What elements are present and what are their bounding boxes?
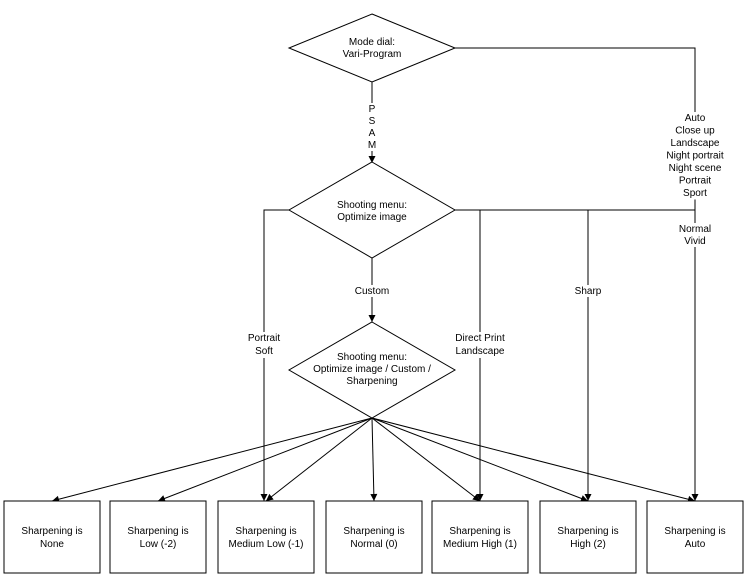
- label-normal-vivid-line: Normal: [679, 224, 711, 235]
- outcome-text-line: Sharpening is: [343, 526, 404, 537]
- decision-sharpening-menu-text-line: Optimize image / Custom /: [313, 364, 431, 375]
- outcome-box: [109, 500, 207, 574]
- label-normal-vivid-bg: [679, 235, 711, 247]
- label-sharp-line: Sharp: [575, 286, 602, 297]
- label-vari-programs-bg: [670, 124, 720, 137]
- outcome-box: [646, 500, 744, 574]
- decision-mode-dial-text-line: Vari-Program: [343, 49, 402, 60]
- edge-fan-3: [371, 417, 375, 502]
- label-vari-programs-bg: [681, 112, 709, 125]
- label-direct-print-bg: [444, 332, 516, 345]
- label-portrait-soft-line: Portrait: [248, 333, 280, 344]
- outcome-box: [217, 500, 315, 574]
- label-portrait-soft-bg: [239, 332, 289, 345]
- edge-fan-5: [371, 417, 589, 502]
- label-normal-vivid-line: Vivid: [684, 236, 706, 247]
- label-vari-programs-bg: [662, 162, 728, 175]
- arrow-to-medium-low: [260, 494, 268, 501]
- outcome-text-line: Medium High (1): [443, 539, 517, 550]
- connectors: [51, 47, 699, 503]
- arrow-to-auto: [691, 494, 699, 501]
- arrow-fan-2: [266, 493, 274, 501]
- label-custom-line: Custom: [355, 286, 389, 297]
- label-vari-programs-line: Landscape: [671, 138, 720, 149]
- label-psam-line: M: [368, 140, 376, 151]
- label-portrait-soft-bg: [250, 345, 278, 358]
- arrow-to-medium-high: [476, 494, 484, 501]
- outcome-text-line: Sharpening is: [235, 526, 296, 537]
- label-psam-bg: [367, 103, 377, 115]
- decision-optimize-image-text-line: Optimize image: [337, 212, 407, 223]
- label-vari-programs-line: Night scene: [669, 163, 722, 174]
- label-vari-programs-bg: [679, 187, 711, 200]
- label-psam-bg: [367, 139, 377, 151]
- edge-fan-4: [371, 417, 481, 502]
- label-direct-print-line: Direct Print: [455, 333, 505, 344]
- label-vari-programs-bg: [653, 149, 737, 162]
- label-psam-bg: [367, 127, 377, 139]
- outcome-box: [3, 500, 101, 574]
- label-custom-bg: [353, 285, 391, 297]
- outcome-text-line: Medium Low (-1): [228, 539, 303, 550]
- label-psam-line: P: [369, 104, 376, 115]
- edge-fan-0: [51, 417, 373, 502]
- edge-fan-2: [265, 417, 373, 502]
- arrow-to-high: [584, 494, 592, 501]
- outcome-text-line: High (2): [570, 539, 606, 550]
- decision-sharpening-menu-text-line: Sharpening: [346, 376, 397, 387]
- label-sharp-bg: [572, 285, 604, 297]
- decision-mode-dial-text-line: Mode dial:: [349, 37, 395, 48]
- label-vari-programs-line: Night portrait: [666, 151, 723, 162]
- decision-mode-dial: [287, 13, 457, 83]
- outcome-text-line: Auto: [685, 539, 706, 550]
- label-vari-programs-line: Close up: [675, 126, 715, 137]
- edge-portrait-soft: [263, 209, 289, 501]
- outcome-box: [325, 500, 423, 574]
- outcome-text-line: Sharpening is: [21, 526, 82, 537]
- label-vari-programs-line: Sport: [683, 188, 707, 199]
- arrow-to-optimize-menu: [368, 156, 376, 163]
- outcome-text-line: Sharpening is: [449, 526, 510, 537]
- edge-fan-6: [371, 417, 696, 502]
- decision-optimize-image-text-line: Shooting menu:: [337, 200, 407, 211]
- outcome-box: [539, 500, 637, 574]
- label-vari-programs-line: Auto: [685, 113, 706, 124]
- label-portrait-soft-line: Soft: [255, 346, 273, 357]
- outcome-text-line: Low (-2): [140, 539, 177, 550]
- arrow-fan-1: [158, 495, 166, 502]
- edge-vari-program: [455, 47, 696, 501]
- outcome-text-line: Sharpening is: [557, 526, 618, 537]
- arrow-to-sharpening-menu: [368, 315, 376, 322]
- decision-sharpening-menu: [288, 321, 456, 419]
- arrow-fan-5: [580, 495, 588, 502]
- arrow-fan-4: [472, 493, 480, 501]
- decision-sharpening-menu-text-line: Shooting menu:: [337, 352, 407, 363]
- outcome-text-line: Sharpening is: [127, 526, 188, 537]
- outcome-text-line: Normal (0): [350, 539, 397, 550]
- outcome-text-line: None: [40, 539, 64, 550]
- label-direct-print-bg: [452, 345, 508, 358]
- label-psam-line: S: [369, 116, 376, 127]
- arrow-fan-3: [370, 493, 378, 501]
- label-vari-programs-bg: [670, 174, 720, 187]
- decision-optimize-image: [288, 161, 456, 259]
- outcome-text-line: Sharpening is: [664, 526, 725, 537]
- label-vari-programs-line: Portrait: [679, 176, 711, 187]
- label-normal-vivid-bg: [676, 223, 714, 235]
- label-direct-print-line: Landscape: [456, 346, 505, 357]
- edge-fan-1: [157, 417, 373, 502]
- label-vari-programs-bg: [667, 137, 723, 150]
- label-psam-bg: [367, 115, 377, 127]
- label-psam-line: A: [369, 128, 376, 139]
- outcome-box: [431, 500, 529, 574]
